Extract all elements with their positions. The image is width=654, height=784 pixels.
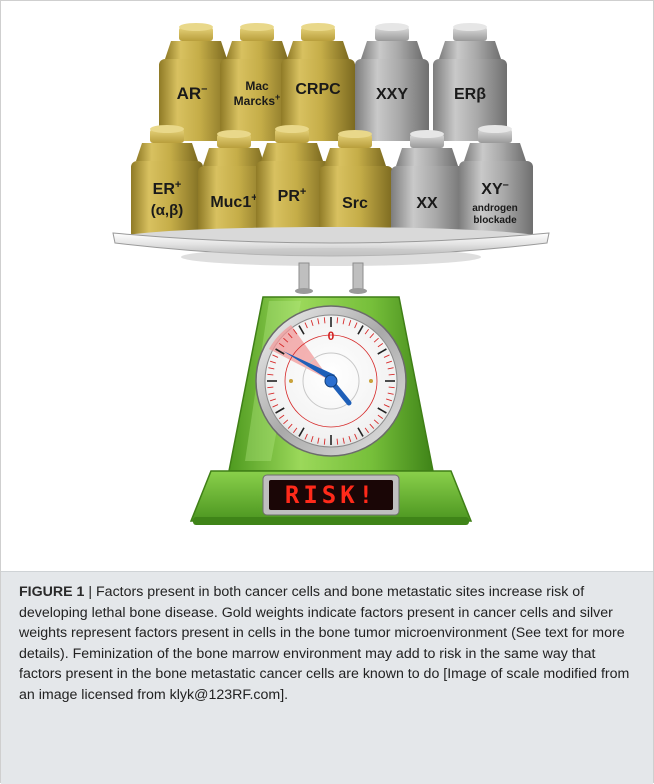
svg-text:AR–: AR–	[177, 83, 208, 103]
weight-src: Src	[319, 130, 393, 239]
dial-tick	[304, 433, 308, 440]
dial-tick	[388, 373, 395, 376]
svg-text:Muc1+: Muc1+	[210, 192, 257, 211]
dial-tick	[383, 354, 390, 358]
dial-needle	[283, 351, 335, 381]
dial-tick	[369, 333, 375, 339]
caption-separator: |	[84, 584, 97, 600]
weight-crpc: CRPC	[281, 23, 355, 141]
svg-text:Src: Src	[342, 195, 368, 212]
dial-tick	[323, 438, 326, 445]
dial-zero-label: 0	[328, 329, 335, 343]
scale-illustration: AR– Mac Marcks+ CRPC XXY ERβ	[112, 23, 550, 525]
dial-tick	[388, 386, 395, 389]
dial-tick	[287, 333, 293, 339]
dial-tick	[357, 325, 364, 335]
dial-tick	[364, 328, 369, 335]
weight-er-beta: ERβ	[433, 23, 507, 141]
dial-tick	[342, 318, 345, 325]
svg-text:androgen: androgen	[472, 203, 518, 214]
dial-tick	[336, 317, 339, 324]
weight-mac-marcks: Mac Marcks+	[220, 23, 294, 141]
dial-tick	[342, 437, 345, 444]
dial-tick	[354, 322, 358, 329]
dial-tick	[386, 360, 393, 364]
dial-tick	[377, 343, 384, 348]
svg-text:(α,β): (α,β)	[151, 202, 184, 219]
dial-tick	[377, 348, 387, 355]
dial-tick	[298, 427, 305, 437]
caption-text: Factors present in both cancer cells and…	[19, 584, 630, 703]
dial-tick	[336, 438, 339, 445]
dial-tick	[269, 360, 276, 364]
weight-xx: XX	[391, 130, 465, 239]
svg-text:Marcks+: Marcks+	[234, 92, 281, 108]
dial-tick	[357, 427, 364, 437]
dial-tick	[386, 398, 393, 402]
plate-supports	[295, 262, 367, 294]
dial-tick	[269, 398, 276, 402]
svg-text:Mac: Mac	[245, 79, 269, 93]
svg-text:ERβ: ERβ	[454, 86, 486, 103]
dial-tick	[287, 423, 293, 429]
dial-tick	[377, 407, 387, 414]
weight-muc1: Muc1+	[198, 130, 272, 239]
dial-tick	[268, 392, 275, 395]
weight-ar: AR–	[159, 23, 233, 141]
svg-text:XXY: XXY	[376, 86, 408, 103]
svg-text:XY–: XY–	[481, 179, 508, 198]
dial-tick	[272, 404, 279, 408]
figure-label: FIGURE 1	[19, 584, 85, 600]
weight-pr: PR+	[256, 125, 330, 239]
dial-tick	[293, 328, 298, 335]
caption-box: FIGURE 1 | Factors present in both cance…	[1, 571, 653, 784]
dial-tick	[317, 318, 320, 325]
dial-tick	[323, 317, 326, 324]
dial-tick	[383, 404, 390, 408]
dial-inner-ring	[284, 334, 378, 428]
dial-tick	[298, 325, 305, 335]
dial-ticks	[267, 317, 395, 445]
dial-tick	[268, 367, 275, 370]
dial-tick	[310, 319, 314, 326]
dial-tick	[293, 427, 298, 434]
svg-text:PR+: PR+	[278, 186, 307, 205]
dial-tick	[283, 419, 289, 425]
dial-tick	[373, 337, 379, 343]
dial-tick	[348, 436, 352, 443]
dial-tick	[304, 322, 308, 329]
dial-tick	[369, 423, 375, 429]
svg-text:RISK!: RISK!	[285, 481, 377, 509]
dial-tick	[267, 386, 274, 389]
scale-dial: 0	[255, 305, 407, 457]
figure-caption: FIGURE 1 | Factors present in both cance…	[19, 582, 639, 705]
dial-tick	[387, 367, 394, 370]
scale-plate	[112, 227, 550, 266]
dial-tick	[275, 407, 285, 414]
dial-tick	[267, 373, 274, 376]
svg-text:ER+: ER+	[153, 179, 182, 198]
weight-xxy: XXY	[355, 23, 429, 141]
dial-tick	[317, 437, 320, 444]
dial-tick	[354, 433, 358, 440]
svg-text:XX: XX	[416, 195, 438, 212]
dial-tick	[348, 319, 352, 326]
dial-tick	[387, 392, 394, 395]
weight-xy-androgen-blockade: XY– androgen blockade	[459, 125, 533, 239]
dial-tick	[283, 337, 289, 343]
svg-text:blockade: blockade	[473, 215, 517, 226]
dial-tick	[377, 414, 384, 419]
dial-tick	[272, 354, 279, 358]
dial-tick	[310, 436, 314, 443]
weight-er-plus: ER+ (α,β)	[131, 125, 203, 239]
dial-tick	[275, 348, 285, 355]
dial-tick	[278, 343, 285, 348]
dial-tick	[278, 414, 285, 419]
dial-tick	[373, 419, 379, 425]
dial-tick	[364, 427, 369, 434]
svg-text:CRPC: CRPC	[295, 81, 341, 98]
risk-display: RISK!	[262, 474, 400, 516]
